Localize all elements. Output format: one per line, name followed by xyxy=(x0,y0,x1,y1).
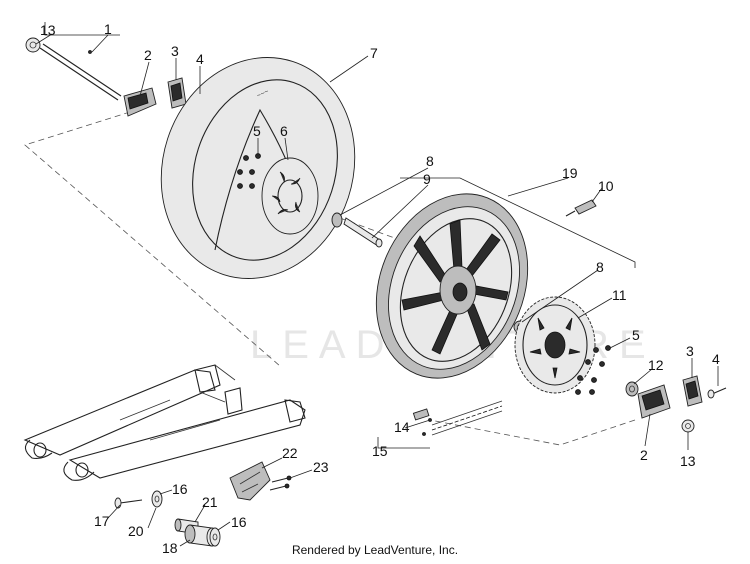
rear-axle xyxy=(25,37,122,101)
rear-tire: ~~~ xyxy=(160,57,356,279)
spacer-and-sleeve xyxy=(331,212,383,248)
rear-sprocket xyxy=(514,296,596,394)
group-brackets xyxy=(44,22,636,449)
callout-8: 8 xyxy=(426,153,434,169)
render-credit: Rendered by LeadVenture, Inc. xyxy=(291,543,459,557)
callout-3-right: 3 xyxy=(686,343,694,359)
callout-7: 7 xyxy=(370,45,378,61)
callout-1: 1 xyxy=(104,21,112,37)
callout-16: 16 xyxy=(172,481,188,497)
callout-2: 2 xyxy=(144,47,152,63)
callout-8-right: 8 xyxy=(596,259,604,275)
pivot-hardware xyxy=(114,490,221,547)
callout-10: 10 xyxy=(598,178,614,194)
callout-16-second: 16 xyxy=(231,514,247,530)
callout-3: 3 xyxy=(171,43,179,59)
callout-5-right: 5 xyxy=(632,327,640,343)
callout-2-right: 2 xyxy=(640,447,648,463)
callout-13: 13 xyxy=(40,22,56,38)
callout-20: 20 xyxy=(128,523,144,539)
callout-5: 5 xyxy=(253,123,261,139)
callout-21: 21 xyxy=(202,494,218,510)
callout-18: 18 xyxy=(162,540,178,556)
callout-17: 17 xyxy=(94,513,110,529)
drive-chain xyxy=(412,400,503,436)
rear-rim xyxy=(375,193,529,379)
callout-19: 19 xyxy=(562,165,578,181)
tire-valve xyxy=(565,199,597,217)
callout-15: 15 xyxy=(372,443,388,459)
chain-adjuster-right xyxy=(637,375,727,433)
callout-13-right: 13 xyxy=(680,453,696,469)
leader-lines xyxy=(35,33,719,547)
callout-22: 22 xyxy=(282,445,298,461)
callout-6: 6 xyxy=(280,123,288,139)
collar xyxy=(625,381,639,397)
callout-11: 11 xyxy=(612,287,627,303)
svg-text:~~~: ~~~ xyxy=(256,88,270,100)
sprocket-bolts xyxy=(575,345,611,395)
callout-4-right: 4 xyxy=(712,351,720,367)
callout-9: 9 xyxy=(423,171,431,187)
swingarm xyxy=(23,364,306,481)
caliper-bracket xyxy=(229,461,292,501)
brake-disc xyxy=(261,157,319,235)
callout-4: 4 xyxy=(196,51,204,67)
callout-14: 14 xyxy=(394,419,410,435)
callout-12: 12 xyxy=(648,357,664,373)
callout-23: 23 xyxy=(313,459,329,475)
callout-labels: 13 1 2 3 4 7 5 6 8 9 19 10 8 11 5 12 3 4… xyxy=(40,21,720,556)
